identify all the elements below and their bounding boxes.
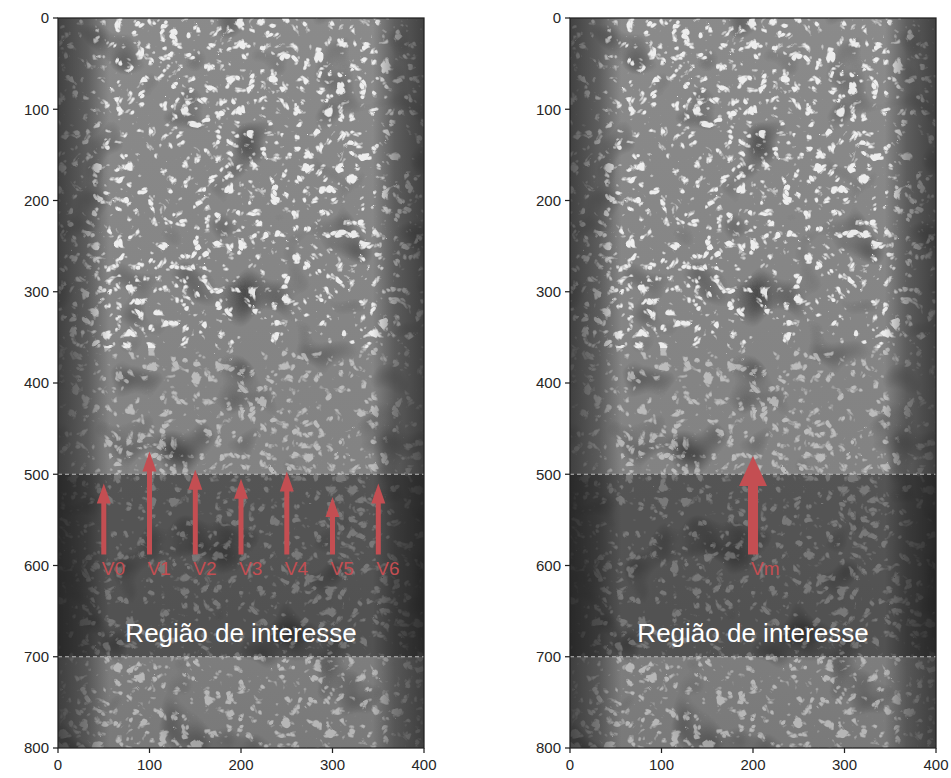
y-tick bbox=[53, 291, 58, 292]
x-tick bbox=[423, 748, 424, 753]
x-tick-label: 200 bbox=[228, 756, 253, 773]
x-tick-label: 100 bbox=[649, 756, 674, 773]
pipe-walls bbox=[570, 18, 936, 748]
y-tick-label: 400 bbox=[24, 374, 49, 391]
x-tick-label: 300 bbox=[832, 756, 857, 773]
velocity-arrow bbox=[326, 497, 340, 554]
y-tick-label: 600 bbox=[24, 557, 49, 574]
x-tick bbox=[240, 748, 241, 753]
x-tick-label: 0 bbox=[54, 756, 62, 773]
y-tick bbox=[53, 17, 58, 18]
x-tick-label: 400 bbox=[411, 756, 436, 773]
x-tick-label: 300 bbox=[320, 756, 345, 773]
velocity-arrow bbox=[143, 451, 157, 554]
y-tick bbox=[53, 109, 58, 110]
y-tick bbox=[565, 747, 570, 748]
x-tick bbox=[935, 748, 936, 753]
velocity-arrow bbox=[280, 472, 294, 555]
y-tick-label: 700 bbox=[24, 648, 49, 665]
y-tick-label: 700 bbox=[536, 648, 561, 665]
x-tick-label: 100 bbox=[137, 756, 162, 773]
region-band: Região de interesse bbox=[58, 474, 424, 657]
image-ground bbox=[570, 18, 936, 748]
velocity-arrow bbox=[234, 479, 248, 555]
x-tick-label: 0 bbox=[566, 756, 574, 773]
velocity-arrow bbox=[739, 456, 767, 555]
y-tick bbox=[53, 565, 58, 566]
velocity-label: V2 bbox=[193, 558, 216, 580]
x-tick bbox=[661, 748, 662, 753]
y-tick-label: 500 bbox=[24, 466, 49, 483]
y-tick bbox=[53, 656, 58, 657]
y-tick bbox=[565, 474, 570, 475]
y-tick-label: 300 bbox=[536, 283, 561, 300]
region-label: Região de interesse bbox=[570, 619, 936, 649]
velocity-label: V3 bbox=[239, 558, 262, 580]
x-tick bbox=[844, 748, 845, 753]
y-tick bbox=[53, 747, 58, 748]
velocity-arrow bbox=[188, 470, 202, 555]
y-tick bbox=[565, 17, 570, 18]
y-tick-label: 100 bbox=[24, 101, 49, 118]
image-ground bbox=[58, 18, 424, 748]
y-tick bbox=[53, 474, 58, 475]
image-mottle bbox=[570, 18, 936, 748]
region-edge bbox=[570, 656, 936, 657]
x-tick bbox=[149, 748, 150, 753]
velocity-label: V6 bbox=[376, 558, 399, 580]
y-tick bbox=[565, 109, 570, 110]
y-tick-label: 0 bbox=[553, 9, 561, 26]
x-tick-label: 200 bbox=[740, 756, 765, 773]
y-tick-label: 400 bbox=[536, 374, 561, 391]
region-edge bbox=[58, 656, 424, 657]
image-panel bbox=[53, 18, 424, 753]
y-tick bbox=[565, 382, 570, 383]
velocity-label: V5 bbox=[331, 558, 354, 580]
region-edge bbox=[58, 474, 424, 475]
y-tick-label: 0 bbox=[41, 9, 49, 26]
velocity-arrow bbox=[97, 483, 111, 554]
y-tick-label: 100 bbox=[536, 101, 561, 118]
image-panel bbox=[565, 18, 936, 753]
x-tick bbox=[752, 748, 753, 753]
axes-frame bbox=[570, 18, 936, 748]
x-tick bbox=[57, 748, 58, 753]
image-shade bbox=[570, 18, 936, 748]
region-shade bbox=[58, 474, 424, 657]
y-tick-label: 200 bbox=[24, 192, 49, 209]
velocity-label: V0 bbox=[102, 558, 125, 580]
y-tick bbox=[565, 200, 570, 201]
axes-frame bbox=[58, 18, 424, 748]
velocity-label: Vm bbox=[751, 558, 780, 580]
y-tick-label: 600 bbox=[536, 557, 561, 574]
y-tick bbox=[53, 382, 58, 383]
y-tick-label: 500 bbox=[536, 466, 561, 483]
x-tick bbox=[332, 748, 333, 753]
y-tick bbox=[565, 291, 570, 292]
y-tick-label: 200 bbox=[536, 192, 561, 209]
y-tick bbox=[565, 656, 570, 657]
y-tick bbox=[565, 565, 570, 566]
y-tick-label: 800 bbox=[24, 739, 49, 756]
region-label: Região de interesse bbox=[58, 619, 424, 649]
pipe-walls bbox=[58, 18, 424, 748]
velocity-arrow bbox=[371, 483, 385, 554]
velocity-label: V4 bbox=[285, 558, 308, 580]
y-tick-label: 300 bbox=[24, 283, 49, 300]
image-mottle bbox=[58, 18, 424, 748]
x-tick bbox=[569, 748, 570, 753]
velocity-label: V1 bbox=[148, 558, 171, 580]
y-tick-label: 800 bbox=[536, 739, 561, 756]
image-shade bbox=[58, 18, 424, 748]
x-tick-label: 400 bbox=[923, 756, 948, 773]
region-band: Região de interesse bbox=[570, 474, 936, 657]
y-tick bbox=[53, 200, 58, 201]
